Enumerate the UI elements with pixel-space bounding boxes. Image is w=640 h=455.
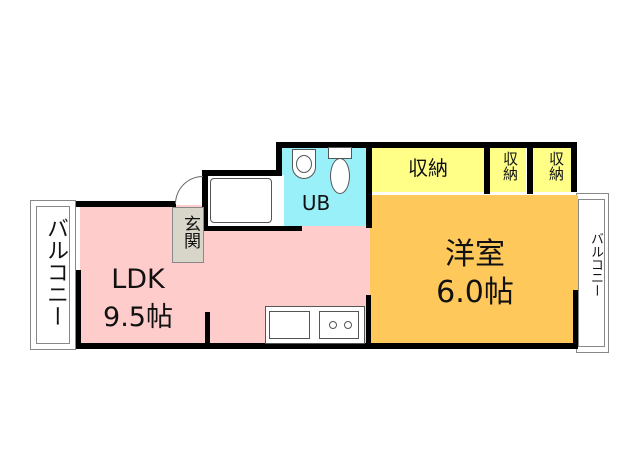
balcony-left-label: バルコニー (43, 217, 68, 327)
balcony-right: バルコニー (576, 193, 609, 353)
storage-main (370, 146, 486, 192)
entrance-door-swing (175, 176, 203, 204)
kitchen-counter (265, 306, 365, 344)
entrance: 玄関 (172, 207, 204, 263)
bath-label: UB (301, 191, 331, 215)
room-western (370, 195, 578, 345)
washer-pan (210, 178, 272, 223)
balcony-left: バルコニー (30, 200, 76, 350)
washbasin (292, 149, 316, 179)
stove (319, 311, 359, 339)
toilet-bowl (330, 158, 350, 194)
storage-main-label: 収納 (408, 156, 448, 180)
ldk-size: 9.5帖 (103, 302, 173, 333)
storage-small-2-label: 収納 (547, 151, 565, 181)
storage-small-1 (488, 146, 526, 192)
storage-small-2 (533, 146, 573, 192)
western-label: 洋室 (445, 237, 505, 272)
western-size: 6.0帖 (436, 275, 514, 310)
kitchen-sink (269, 311, 310, 339)
storage-small-1-label: 収納 (501, 151, 519, 181)
entrance-label: 玄関 (180, 215, 200, 249)
ldk-label: LDK (111, 264, 165, 295)
balcony-right-label: バルコニー (588, 232, 603, 297)
